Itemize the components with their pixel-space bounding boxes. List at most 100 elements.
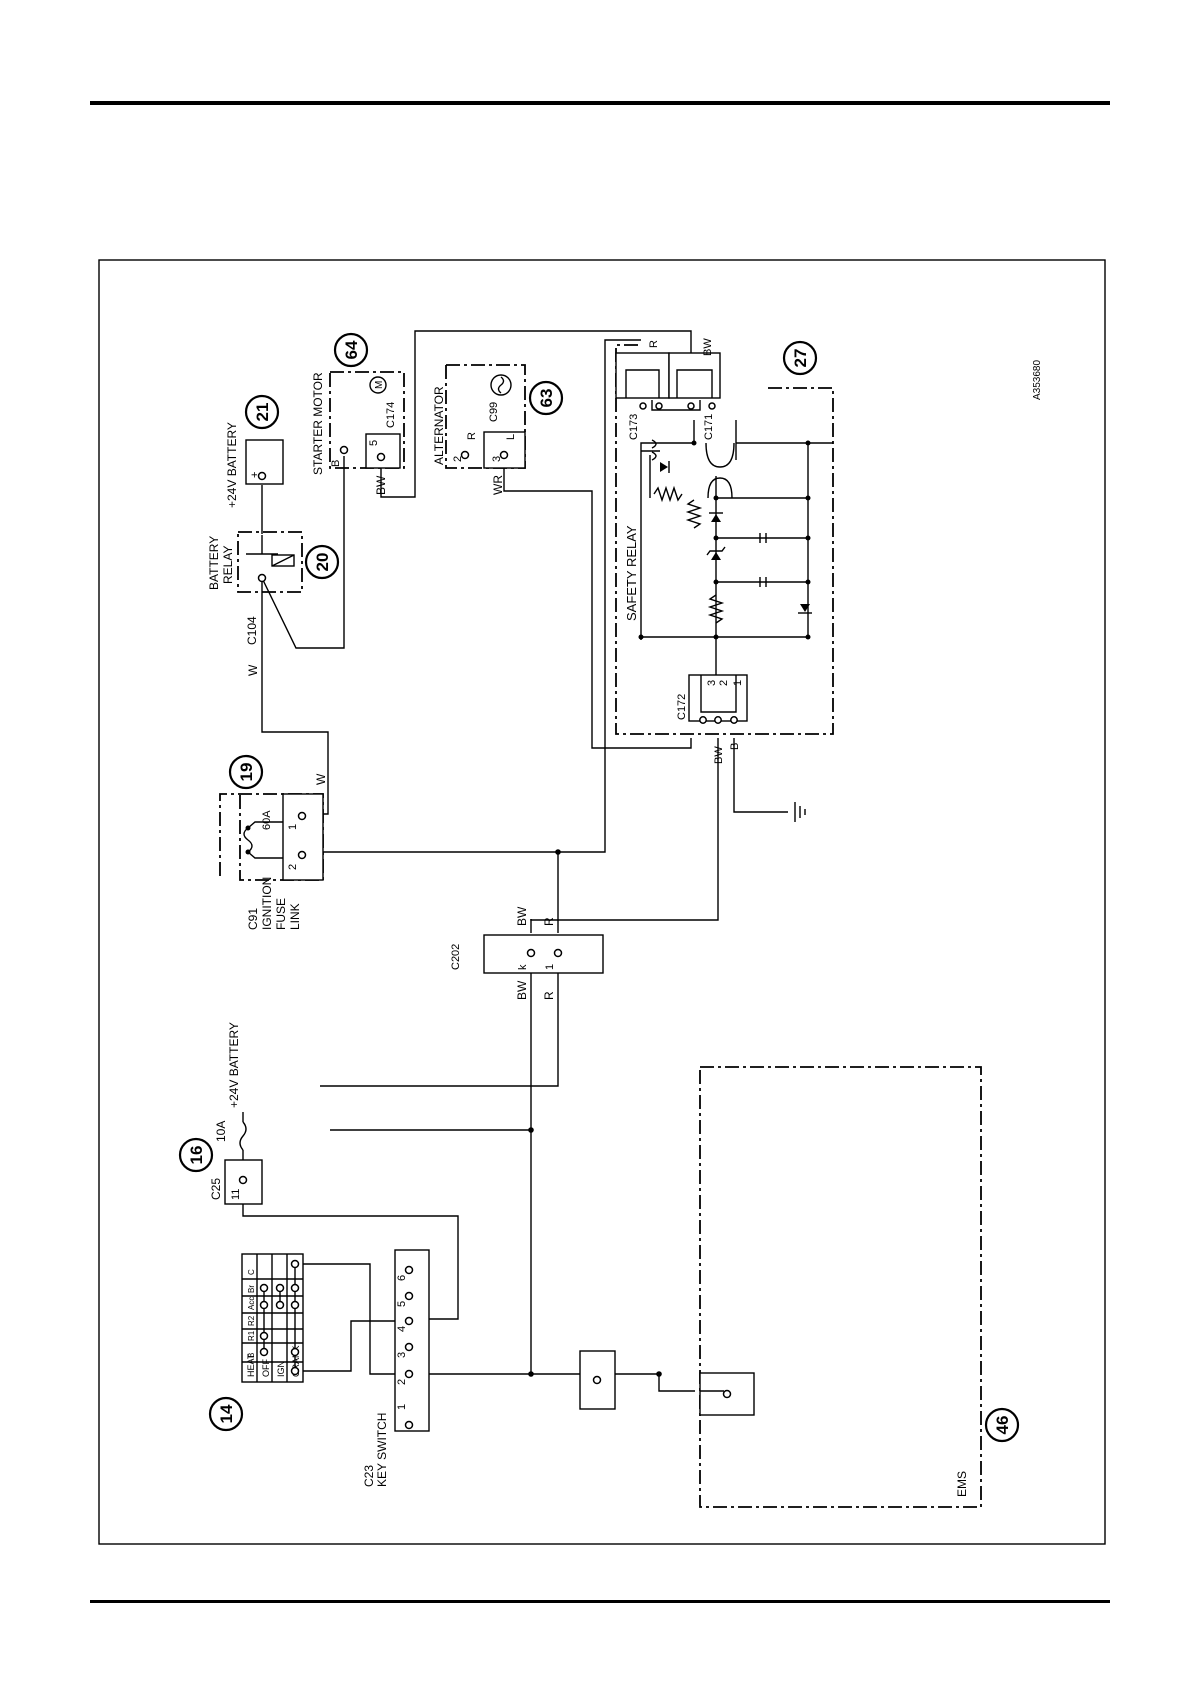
fuse-link-pin-2-label: 2 (287, 864, 299, 870)
c172-pin-1 (730, 716, 738, 724)
starter-connector: C174 (385, 402, 397, 428)
starter-pin-5-label: 5 (368, 440, 380, 446)
switch-contact (290, 1259, 300, 1269)
wire-label-bw: BW (702, 338, 714, 356)
key-switch-pin-label: 5 (396, 1301, 408, 1307)
starter-motor: M B 5 C174 STARTER MOTOR 64 (311, 332, 405, 475)
junction (638, 634, 644, 640)
callout-20 (304, 544, 340, 580)
starter-pin-5 (376, 452, 386, 462)
battery-relay-connector: C104 (245, 616, 259, 645)
switch-contact (259, 1331, 269, 1341)
junction (691, 440, 697, 446)
top-rule (90, 101, 1110, 105)
ignition-fuse-link: 1 2 60A C91 IGNITION FUSE LINK 19 (219, 754, 324, 930)
switch-contact (290, 1300, 300, 1310)
callout-46-number: 46 (993, 1416, 1012, 1435)
c202-pin-k-label: k (517, 964, 529, 970)
switch-contact (275, 1283, 285, 1293)
key-switch-pin-6 (404, 1265, 414, 1275)
switch-col-r2: R2 (247, 1315, 256, 1326)
key-switch-connector: C23 (362, 1465, 376, 1487)
wire-label-bw: BW (374, 475, 388, 495)
junction (805, 440, 811, 446)
wire-label-bw: BW (515, 906, 529, 926)
safety-relay-label: SAFETY RELAY (624, 525, 639, 621)
safety-relay: 3 2 1 SAFETY RELAY C173 C171 C172 27 (615, 340, 834, 735)
starter-motor-label: STARTER MOTOR (311, 372, 325, 475)
switch-contact (275, 1300, 285, 1310)
junction (713, 495, 719, 501)
callout-19 (228, 754, 264, 790)
battery-relay-line2: RELAY (221, 546, 235, 584)
callout-46 (984, 1407, 1020, 1443)
motor-symbol (369, 376, 387, 394)
switch-contact (290, 1366, 300, 1376)
callout-16 (178, 1137, 214, 1173)
c173-connector (615, 352, 670, 399)
c171-label: C171 (703, 414, 715, 440)
c202-connector: k 1 C202 (450, 934, 604, 974)
junction (528, 1371, 534, 1377)
callout-14-number: 14 (217, 1404, 236, 1423)
battery-21-label: +24V BATTERY (225, 422, 239, 508)
battery-plus-terminal (257, 471, 267, 481)
switch-row-ign: IGN (276, 1361, 286, 1377)
ems-pin (722, 1389, 732, 1399)
wire-label-wr: WR (491, 475, 505, 495)
battery-21: + +24V BATTERY 21 (225, 394, 284, 508)
wires (239, 330, 806, 1392)
callout-19-number: 19 (237, 763, 256, 782)
key-switch-pin-3 (404, 1342, 414, 1352)
switch-contact (259, 1347, 269, 1357)
key-switch-pin-label: 2 (396, 1379, 408, 1385)
alternator-l-label: L (505, 434, 517, 440)
fuse-16-rating: 10A (214, 1121, 228, 1142)
c172-pin-3 (699, 716, 707, 724)
figure-reference: A353680 (1032, 360, 1043, 400)
c202-pin-1 (553, 948, 563, 958)
c202-pin-1-label: 1 (544, 964, 556, 970)
battery-relay-terminal (257, 573, 267, 583)
c172-pin-label: 3 (706, 680, 718, 686)
junction (555, 849, 561, 855)
wire-label-bw: BW (713, 746, 725, 764)
c172-connector (688, 674, 748, 722)
callout-21-number: 21 (253, 403, 272, 422)
bottom-rule (90, 1600, 1110, 1603)
c202-label: C202 (450, 944, 462, 970)
battery-relay: BATTERY RELAY C104 20 (207, 531, 340, 645)
starter-terminal-b (339, 445, 349, 455)
c171-pin (708, 402, 716, 410)
fuse-link-connector: C91 (246, 908, 260, 930)
switch-col-acc: Acc (247, 1297, 256, 1310)
fuse-link-pin-2 (297, 850, 307, 860)
switch-col-r1: R1 (247, 1330, 256, 1341)
ems-label: EMS (955, 1471, 969, 1497)
c25-label: C25 (209, 1178, 223, 1200)
switch-contact (259, 1300, 269, 1310)
c172-pin-label: 2 (718, 680, 730, 686)
ems-unit: EMS 46 (699, 1066, 1020, 1508)
switch-col-c: C (247, 1269, 256, 1275)
c202-pin-k (526, 948, 536, 958)
key-switch-pin-1 (404, 1420, 414, 1430)
alternator-r-label: R (466, 432, 478, 440)
key-switch-pin-label: 3 (396, 1352, 408, 1358)
switch-contact (290, 1347, 300, 1357)
key-switch-pin-label: 4 (396, 1326, 408, 1332)
switch-row-heat: HEAT (246, 1353, 256, 1377)
alternator-connector: C99 (488, 402, 500, 422)
key-switch-pin-label: 1 (396, 1404, 408, 1410)
c172-pin-label: 1 (732, 680, 744, 686)
wire-label-r: R (542, 917, 556, 926)
alternator-symbol (490, 374, 512, 396)
battery-relay-line1: BATTERY (207, 536, 221, 590)
callout-21 (244, 394, 280, 430)
fuse-16-supply: +24V BATTERY (227, 1022, 241, 1108)
key-switch-pin-4 (404, 1316, 414, 1326)
callout-64-number: 64 (342, 340, 361, 359)
alternator-pin-2 (460, 450, 470, 460)
fuse-link-rating: 60A (261, 810, 273, 830)
